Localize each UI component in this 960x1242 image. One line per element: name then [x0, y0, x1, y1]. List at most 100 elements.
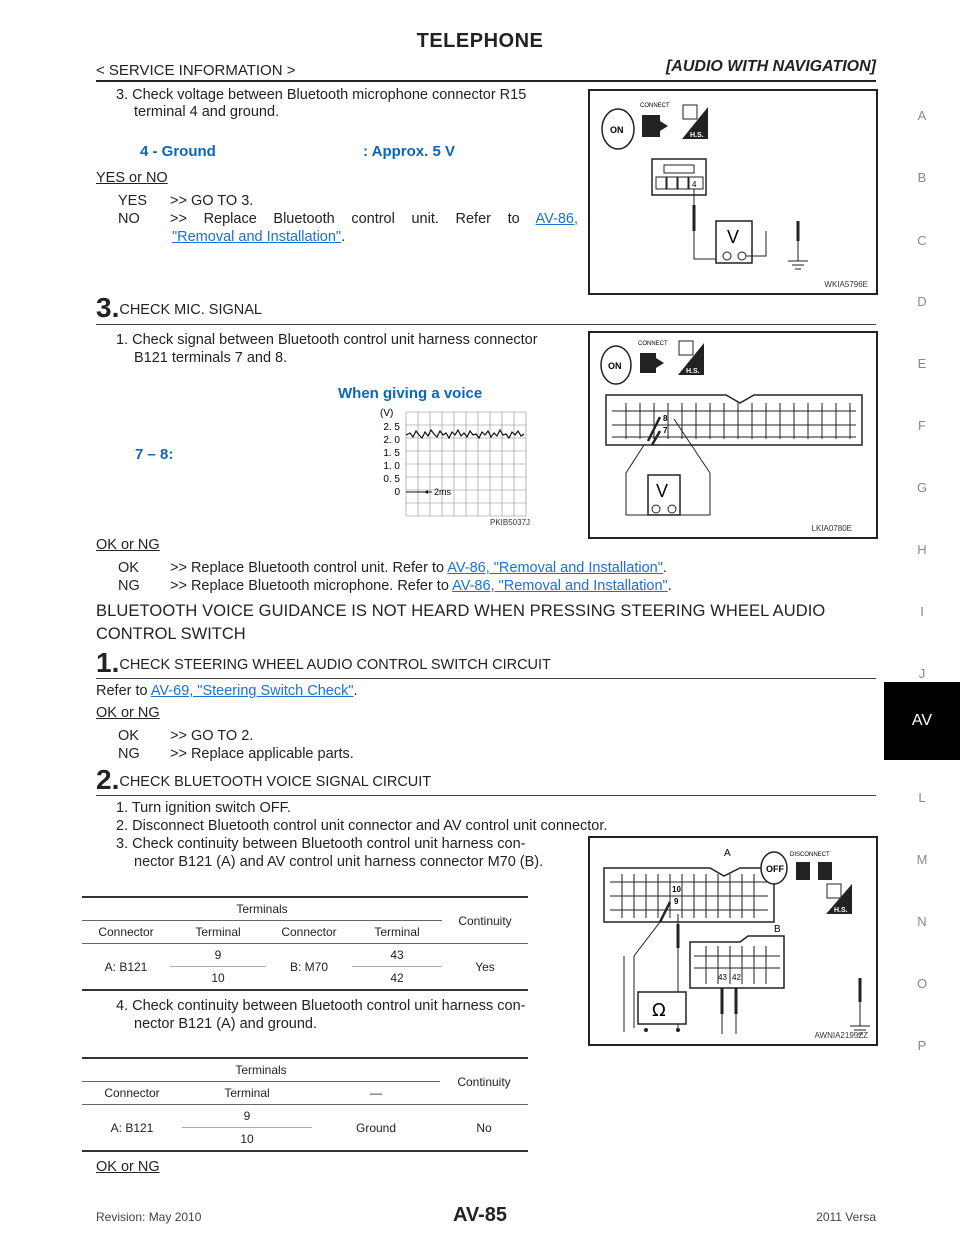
step-heading: 3.CHECK MIC. SIGNAL	[96, 292, 262, 323]
table-cell: 10	[182, 1127, 312, 1152]
connector-plug-icon	[642, 115, 660, 137]
index-n[interactable]: N	[917, 914, 927, 929]
hs-label: H.S.	[690, 132, 704, 139]
connector-plug-icon	[796, 862, 810, 880]
table-header: Terminals	[82, 1057, 440, 1082]
pin-7-label: 7	[663, 426, 668, 435]
hand-icon	[682, 104, 698, 120]
figure-code: WKIA5796E	[824, 280, 868, 289]
continuity-table-1: Terminals Continuity Connector Terminal …	[82, 896, 528, 991]
connect-label: CONNECT	[640, 103, 670, 109]
connector-b-m70	[689, 935, 785, 989]
ok-action: >> Replace Bluetooth control unit. Refer…	[170, 560, 667, 576]
index-m[interactable]: M	[916, 852, 928, 867]
connect-label: CONNECT	[638, 341, 668, 347]
index-b[interactable]: B	[917, 170, 927, 185]
index-o[interactable]: O	[916, 976, 928, 991]
hs-label: H.S.	[686, 368, 700, 375]
link-av86-removal[interactable]: AV-86, "Removal and Installation"	[452, 578, 668, 594]
figure-continuity-check: A 10 9 Ω OFF DISCONNECT H.S. B	[588, 836, 878, 1046]
step-rule	[96, 795, 876, 796]
link-removal-installation[interactable]: "Removal and Installation"	[172, 229, 342, 245]
index-d[interactable]: D	[917, 294, 927, 309]
ok-prefix: OK	[118, 728, 139, 744]
index-j[interactable]: J	[918, 666, 926, 681]
step-text: nector B121 (A) and ground.	[134, 1016, 317, 1032]
spec-terminal: 4 - Ground	[140, 143, 216, 160]
waveform-code: PKIB5037J	[490, 518, 531, 527]
table-cell: A: B121	[82, 1104, 182, 1152]
ok-action: >> GO TO 2.	[170, 728, 254, 744]
step-text: 3. Check voltage between Bluetooth micro…	[116, 87, 527, 103]
index-c[interactable]: C	[917, 233, 927, 248]
hs-badge-icon	[678, 343, 704, 375]
index-i[interactable]: I	[920, 604, 924, 619]
index-h[interactable]: H	[917, 542, 927, 557]
index-av-active-tab[interactable]: AV	[884, 682, 960, 760]
hand-icon	[826, 883, 842, 899]
connector-arrow-icon	[660, 121, 668, 131]
table-cell: No	[440, 1104, 528, 1152]
link-av86[interactable]: AV-86,	[535, 211, 578, 227]
wave-tick: 1. 5	[383, 448, 400, 459]
pin-10-label: 10	[672, 885, 681, 894]
link-av69-steering[interactable]: AV-69, "Steering Switch Check"	[150, 683, 354, 699]
table-cell: B: M70	[266, 943, 352, 991]
link-av86-removal[interactable]: AV-86, "Removal and Installation"	[447, 560, 663, 576]
table-cell: 9	[170, 943, 266, 967]
header-rule	[96, 80, 876, 82]
wave-tick: 0. 5	[383, 474, 400, 485]
side-index: A B C D E F G H I J L M N O P	[884, 0, 960, 1242]
pin-9-label: 9	[674, 897, 679, 906]
waveform-unit: (V)	[380, 408, 393, 419]
figure-continuity-svg: A 10 9 Ω OFF DISCONNECT H.S. B	[603, 848, 870, 1035]
section-label: [AUDIO WITH NAVIGATION]	[665, 58, 876, 75]
section-heading: BLUETOOTH VOICE GUIDANCE IS NOT HEARD WH…	[96, 602, 826, 620]
page-number: AV-85	[452, 1204, 508, 1226]
table-header: Terminals	[82, 896, 442, 921]
table-cell: Ground	[312, 1104, 440, 1152]
step-text: 1. Check signal between Bluetooth contro…	[116, 332, 538, 348]
ng-prefix: NG	[118, 746, 140, 762]
no-action-cont: "Removal and Installation".	[172, 229, 346, 245]
section-heading-cont: CONTROL SWITCH	[96, 625, 246, 643]
index-e[interactable]: E	[917, 356, 927, 371]
table-cell: 42	[352, 966, 442, 991]
connector-b121	[605, 394, 863, 446]
connector-a-label: A	[724, 848, 731, 859]
ignition-key-icon	[601, 108, 635, 150]
step-text: 1. Turn ignition switch OFF.	[116, 800, 291, 816]
index-a[interactable]: A	[917, 108, 927, 123]
table-header: —	[312, 1081, 440, 1105]
voltmeter-label: V	[727, 227, 739, 247]
pin-4-label: 4	[692, 180, 697, 189]
waveform-chart: (V) 2. 5 2. 0 1. 5 1. 0 0. 5 0 2ms	[380, 408, 527, 517]
index-p[interactable]: P	[917, 1038, 927, 1053]
index-l[interactable]: L	[918, 790, 926, 805]
step-rule	[96, 324, 876, 325]
ng-action: >> Replace applicable parts.	[170, 746, 354, 762]
step-heading: 2.CHECK BLUETOOTH VOICE SIGNAL CIRCUIT	[96, 764, 432, 795]
index-g[interactable]: G	[916, 480, 928, 495]
table-header: Connector	[266, 920, 352, 944]
wave-tick: 0	[394, 487, 400, 498]
ok-ng-label: OK or NG	[96, 705, 160, 721]
refer-text: Refer to AV-69, "Steering Switch Check".	[96, 683, 358, 699]
disconnect-label: DISCONNECT	[790, 852, 830, 858]
no-action: >> Replace Bluetooth control unit. Refer…	[170, 211, 578, 227]
no-prefix: NO	[118, 211, 140, 227]
connector-a-b121	[603, 867, 775, 923]
table-header: Continuity	[442, 896, 528, 944]
index-f[interactable]: F	[918, 418, 926, 433]
ng-action: >> Replace Bluetooth microphone. Refer t…	[170, 578, 672, 594]
step-text: 3. Check continuity between Bluetooth co…	[116, 836, 526, 852]
pin-42-label: 42	[732, 973, 741, 982]
ignition-on-label: ON	[608, 361, 622, 371]
table-header: Continuity	[440, 1057, 528, 1105]
terminal-pair-label: 7 – 8:	[135, 446, 174, 463]
step-text: nector B121 (A) and AV control unit harn…	[134, 854, 544, 870]
figure-signal-check: ON CONNECT H.S. 8 7 V LKIA0780E	[588, 331, 878, 539]
service-info-label: < SERVICE INFORMATION >	[96, 62, 296, 79]
table-header: Terminal	[170, 920, 266, 944]
pin-43-label: 43	[718, 973, 727, 982]
